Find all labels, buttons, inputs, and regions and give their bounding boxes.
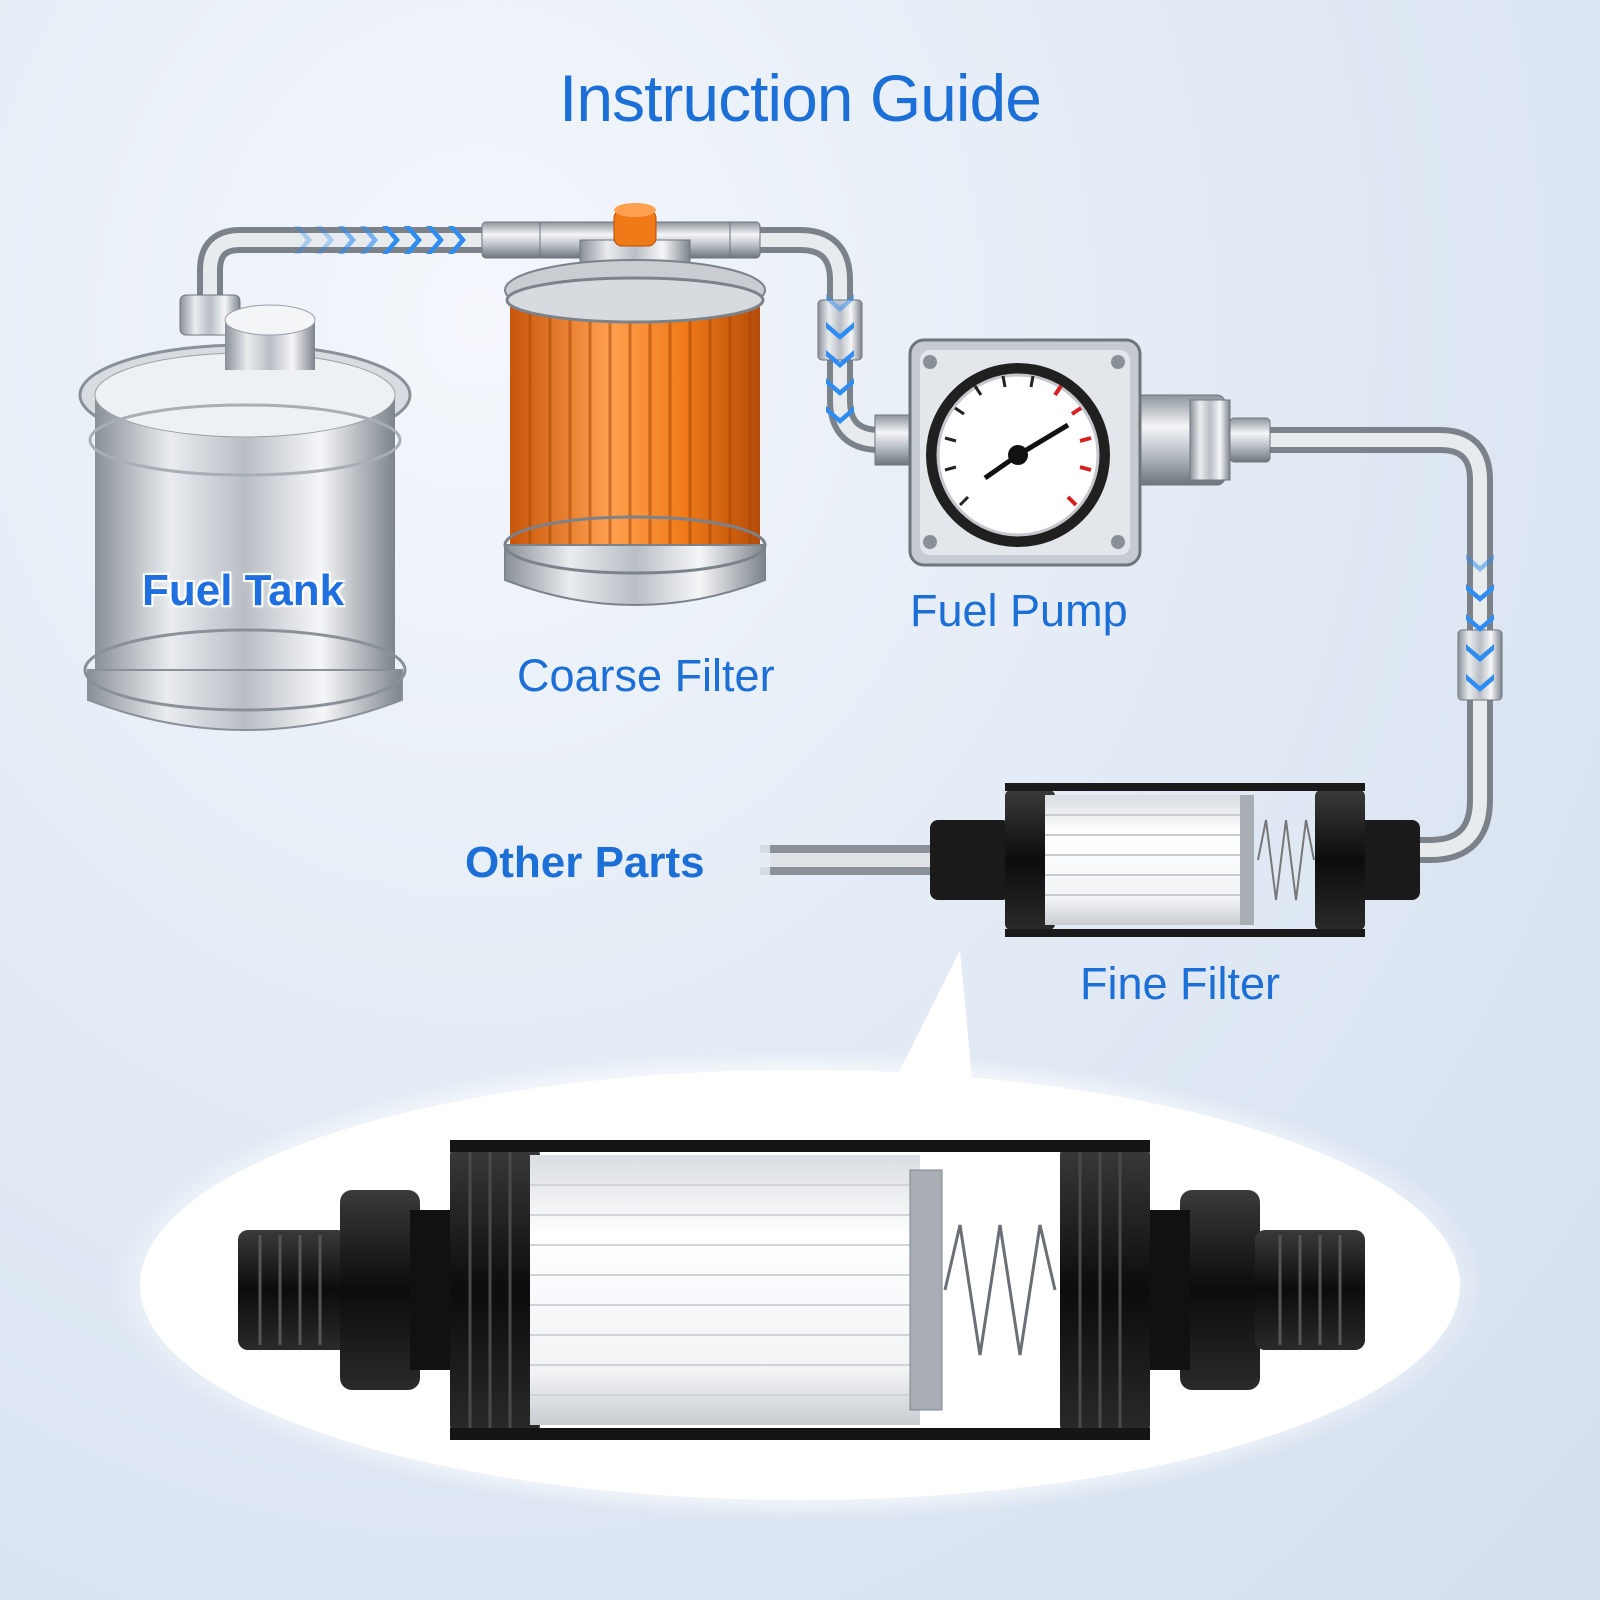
fuel-pump-label: Fuel Pump [910, 585, 1128, 636]
coarse-filter-icon [503, 203, 767, 606]
inline-fine-filter-icon [930, 783, 1420, 937]
page-title: Instruction Guide [559, 61, 1042, 135]
other-parts-label: Other Parts [465, 838, 705, 887]
fuel-tank-icon [78, 294, 412, 731]
coarse-filter-label: Coarse Filter [517, 650, 775, 701]
fine-filter-detail-icon [238, 1140, 1365, 1440]
fuel-pump-gauge-icon [874, 338, 1231, 567]
fuel-line [197, 221, 1503, 878]
fine-filter-label: Fine Filter [1080, 958, 1281, 1009]
fuel-tank-label: Fuel Tank [142, 566, 345, 615]
